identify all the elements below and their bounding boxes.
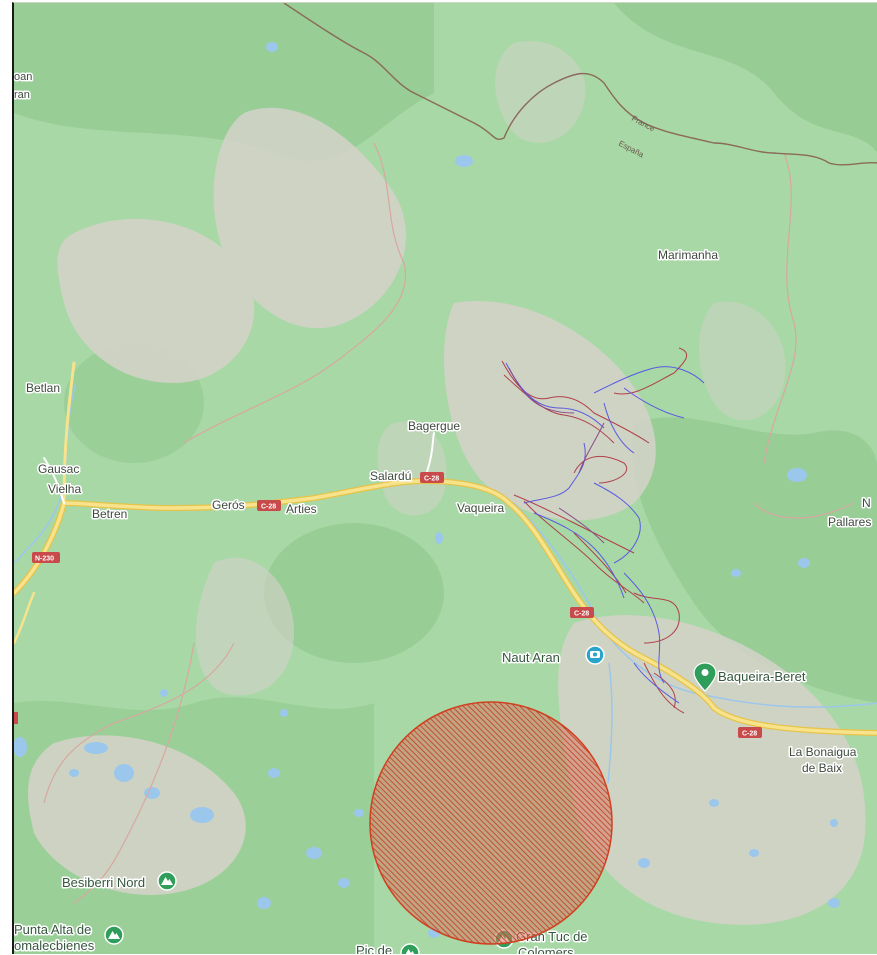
admin-borders	[43, 142, 855, 904]
place-label-arties: Arties	[286, 502, 317, 516]
poi-punta-alta[interactable]: Punta Alta de omalecbienes	[14, 921, 124, 954]
svg-text:Colomers: Colomers	[518, 945, 574, 954]
svg-text:C-28: C-28	[261, 504, 276, 511]
svg-text:Naut Aran: Naut Aran	[502, 650, 560, 665]
mountain-icon	[400, 943, 420, 954]
lakes	[14, 42, 840, 938]
svg-text:C-28: C-28	[742, 731, 757, 738]
roads	[14, 361, 877, 736]
road-shield-c28-c: C-28	[570, 607, 594, 618]
poi-baqueira-beret[interactable]: Baqueira-Beret	[693, 662, 807, 692]
place-label-betren: Betren	[92, 507, 127, 521]
svg-text:Besiberri Nord: Besiberri Nord	[62, 875, 145, 890]
poi-pic-de[interactable]: Pic de	[355, 942, 420, 954]
svg-text:C-28: C-28	[574, 611, 589, 618]
map-frame[interactable]: France España	[12, 2, 877, 954]
place-label-vielha: Vielha	[48, 482, 81, 496]
hatched-area-overlay[interactable]	[369, 701, 613, 945]
poi-naut-aran[interactable]: Naut Aran	[501, 645, 605, 667]
place-label-pallars-2: Pallares	[828, 515, 871, 529]
place-label-bonaigua-1: La Bonaigua	[789, 745, 857, 759]
road-shield-edge	[14, 712, 18, 724]
place-label-aran-2: ran	[14, 89, 30, 101]
svg-text:C-28: C-28	[424, 476, 439, 483]
map-pin-icon	[693, 662, 717, 692]
place-label-marimanha: Marimanha	[658, 248, 718, 262]
svg-text:Pic de: Pic de	[356, 943, 392, 954]
place-label-vaqueira: Vaqueira	[457, 501, 504, 515]
place-label-betlan: Betlan	[26, 381, 60, 395]
poi-besiberri-nord[interactable]: Besiberri Nord	[61, 871, 177, 892]
place-label-pallars-1: N	[862, 496, 871, 510]
map-canvas[interactable]: France España	[14, 3, 877, 954]
ski-runs	[501, 347, 705, 714]
svg-text:Punta Alta de: Punta Alta de	[14, 922, 91, 937]
road-shield-c28-d: C-28	[738, 727, 762, 738]
road-shield-c28-a: C-28	[420, 472, 444, 483]
svg-text:omalecbienes: omalecbienes	[14, 938, 95, 953]
place-label-bagergue: Bagergue	[408, 419, 460, 433]
road-shield-c28-b: C-28	[257, 500, 281, 511]
road-secondary	[62, 361, 76, 505]
place-label-bonaigua-2: de Baix	[802, 761, 842, 775]
place-label-geros: Gerós	[212, 498, 245, 512]
svg-text:N-230: N-230	[35, 556, 54, 563]
road-shield-n230: N-230	[32, 552, 60, 563]
international-border	[283, 3, 877, 166]
place-label-gausac: Gausac	[38, 462, 79, 476]
place-label-aran-1: oan	[14, 71, 32, 83]
rocky-terrain	[28, 41, 866, 925]
svg-text:Baqueira-Beret: Baqueira-Beret	[718, 669, 806, 684]
place-label-salardu: Salardú	[370, 469, 411, 483]
